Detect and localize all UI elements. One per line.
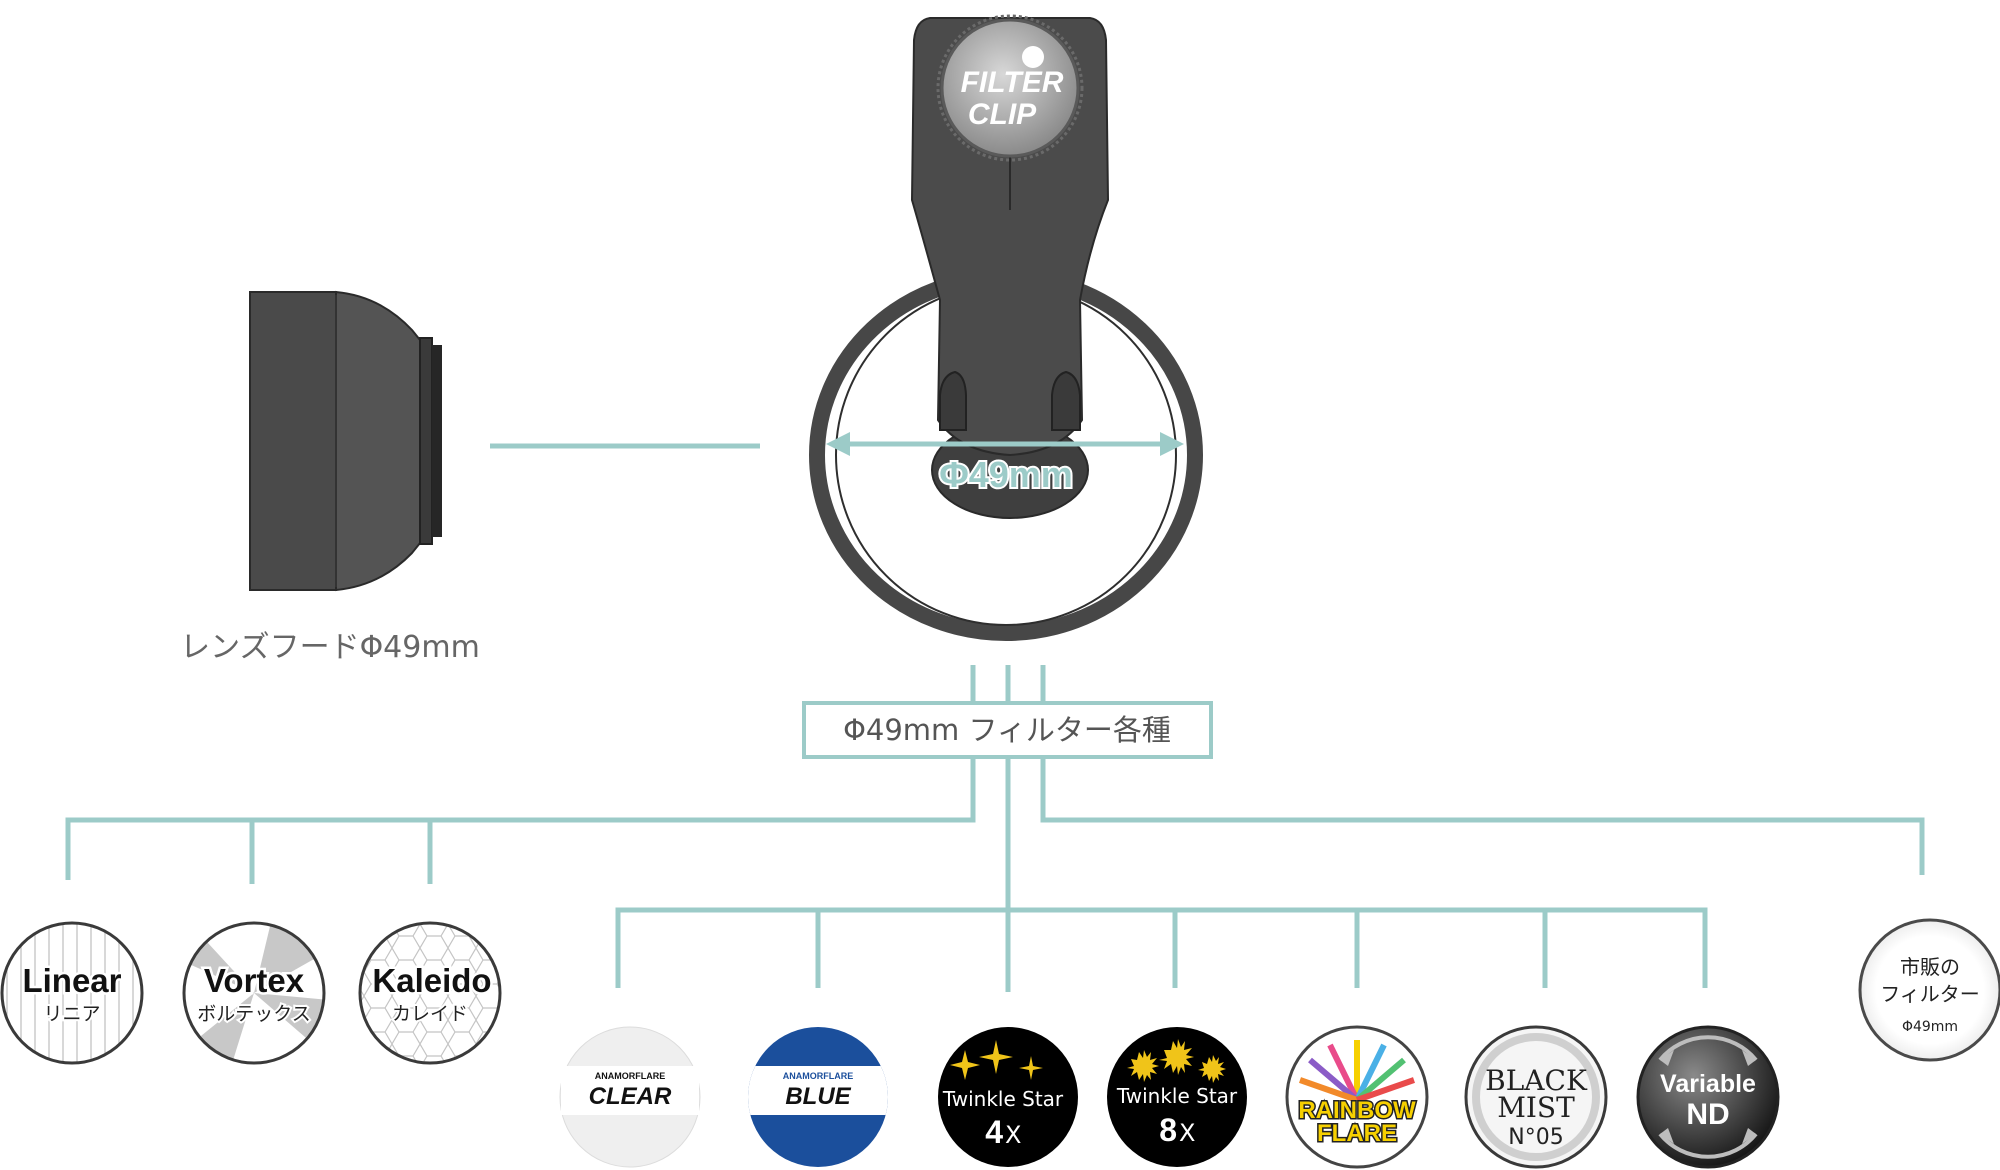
kaleido-sub: カレイド xyxy=(392,1003,468,1025)
center-branch xyxy=(615,907,1708,988)
blue-title: BLUE xyxy=(785,1083,851,1110)
twinkle8-title: Twinkle Star xyxy=(1116,1084,1238,1108)
linear-sub: リニア xyxy=(43,1003,100,1025)
filters-box xyxy=(802,701,1213,759)
variable-line1: Variable xyxy=(1660,1070,1756,1098)
dial-text-clip: CLIP xyxy=(968,98,1037,131)
blue-small: ANAMORFLARE xyxy=(783,1071,854,1081)
right-branch xyxy=(1040,757,1925,875)
generic-line1: 市販の xyxy=(1900,955,1960,979)
filter-kaleido: Kaleido カレイド xyxy=(358,921,502,1065)
filter-twinkle-4x: Twinkle Star 4 X xyxy=(938,1027,1078,1167)
generic-line2: フィルター xyxy=(1880,982,1980,1006)
lens-hood-image xyxy=(249,290,442,592)
filter-clip-image: FILTER CLIP xyxy=(809,14,1203,641)
blackmist-line3: N°05 xyxy=(1508,1125,1563,1150)
filter-vortex: Vortex ボルテックス xyxy=(182,921,326,1065)
filter-anamorflare-blue: ANAMORFLARE BLUE xyxy=(748,1027,888,1167)
variable-line2: ND xyxy=(1686,1098,1729,1131)
filter-black-mist: BLACK MIST N°05 xyxy=(1464,1025,1608,1169)
left-branch xyxy=(65,757,976,880)
twinkle4-title: Twinkle Star xyxy=(942,1087,1064,1111)
filter-twinkle-8x: Twinkle Star 8 X xyxy=(1107,1027,1247,1167)
filter-linear: Linear リニア xyxy=(0,921,144,1065)
twinkle8-x: X xyxy=(1179,1119,1195,1147)
filter-variable-nd: Variable ND xyxy=(1636,1025,1780,1169)
vortex-sub: ボルテックス xyxy=(197,1003,310,1025)
blackmist-line1: BLACK xyxy=(1485,1064,1588,1097)
twinkle8-number: 8 xyxy=(1159,1112,1177,1148)
filter-generic: 市販の フィルター Φ49mm xyxy=(1858,918,2000,1062)
stars-8 xyxy=(1127,1039,1226,1083)
diameter-arrow xyxy=(826,432,1184,456)
blackmist-line2: MIST xyxy=(1497,1091,1575,1124)
rainbow-line1: RAINBOW xyxy=(1298,1097,1416,1124)
stars-4 xyxy=(950,1040,1043,1080)
diameter-label: Φ49mm xyxy=(939,454,1073,495)
dial-text-filter: FILTER xyxy=(961,66,1064,99)
linear-title: Linear xyxy=(22,962,121,999)
rainbow-line2: FLARE xyxy=(1317,1120,1397,1147)
kaleido-title: Kaleido xyxy=(372,962,491,999)
vortex-title: Vortex xyxy=(204,962,305,999)
filter-rainbow-flare: RAINBOW FLARE xyxy=(1285,1025,1429,1169)
filter-anamorflare-clear: ANAMORFLARE CLEAR xyxy=(559,1026,701,1168)
twinkle4-x: X xyxy=(1005,1121,1021,1149)
generic-line3: Φ49mm xyxy=(1902,1019,1958,1035)
connector-lines xyxy=(65,443,1925,992)
rainbow-rays xyxy=(1299,1040,1415,1103)
clear-small: ANAMORFLARE xyxy=(595,1071,666,1081)
twinkle4-number: 4 xyxy=(985,1114,1003,1150)
filters-box-label: Φ49mm フィルター各種 xyxy=(843,713,1171,747)
hood-label: レンズフードΦ49mm xyxy=(180,630,480,665)
clear-title: CLEAR xyxy=(589,1083,672,1110)
